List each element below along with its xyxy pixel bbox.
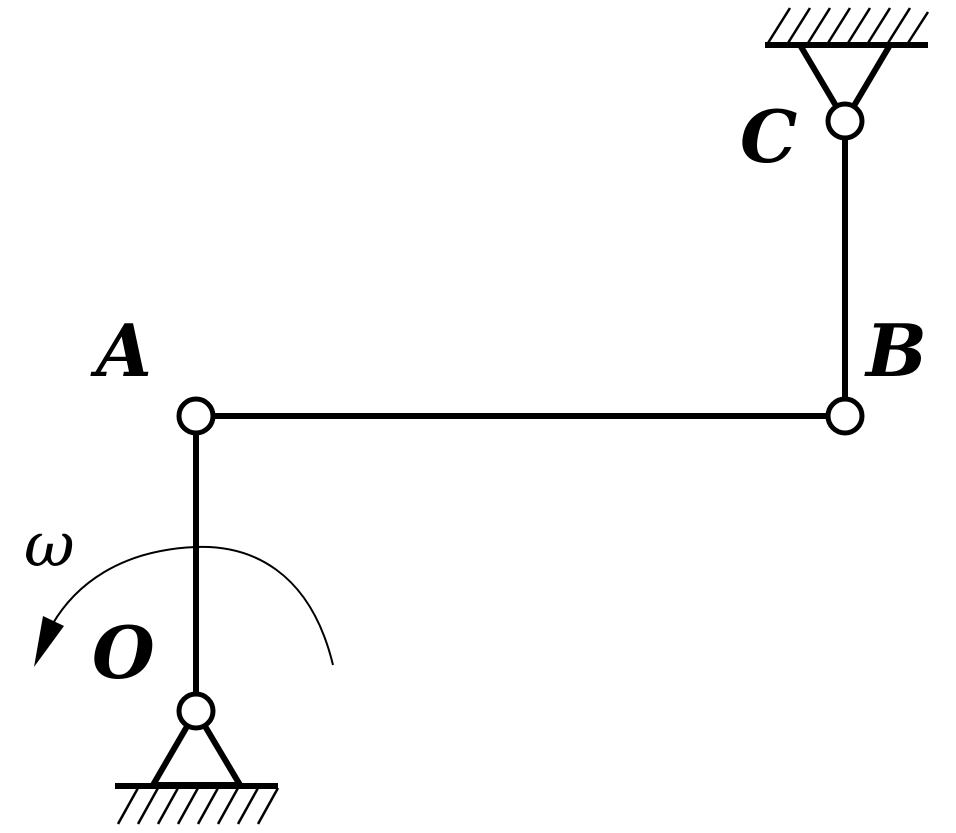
label-o: O bbox=[92, 610, 155, 695]
ground-support-o bbox=[115, 705, 280, 825]
ground-hatch-top bbox=[766, 7, 930, 44]
rotation-arrowhead-icon bbox=[34, 616, 64, 667]
angular-velocity-indicator: ω bbox=[24, 508, 334, 667]
joint-o bbox=[176, 691, 216, 731]
label-a: A bbox=[90, 308, 152, 393]
pin-support-c bbox=[794, 42, 896, 127]
label-b: B bbox=[864, 308, 927, 393]
rotation-arc bbox=[51, 545, 334, 666]
ground-support-c bbox=[765, 7, 930, 127]
joint-a bbox=[176, 396, 216, 436]
omega-label: ω bbox=[24, 508, 75, 581]
joint-b bbox=[825, 396, 865, 436]
label-c: C bbox=[740, 94, 797, 179]
ground-hatch-bottom bbox=[116, 787, 280, 825]
joint-c bbox=[825, 101, 865, 141]
